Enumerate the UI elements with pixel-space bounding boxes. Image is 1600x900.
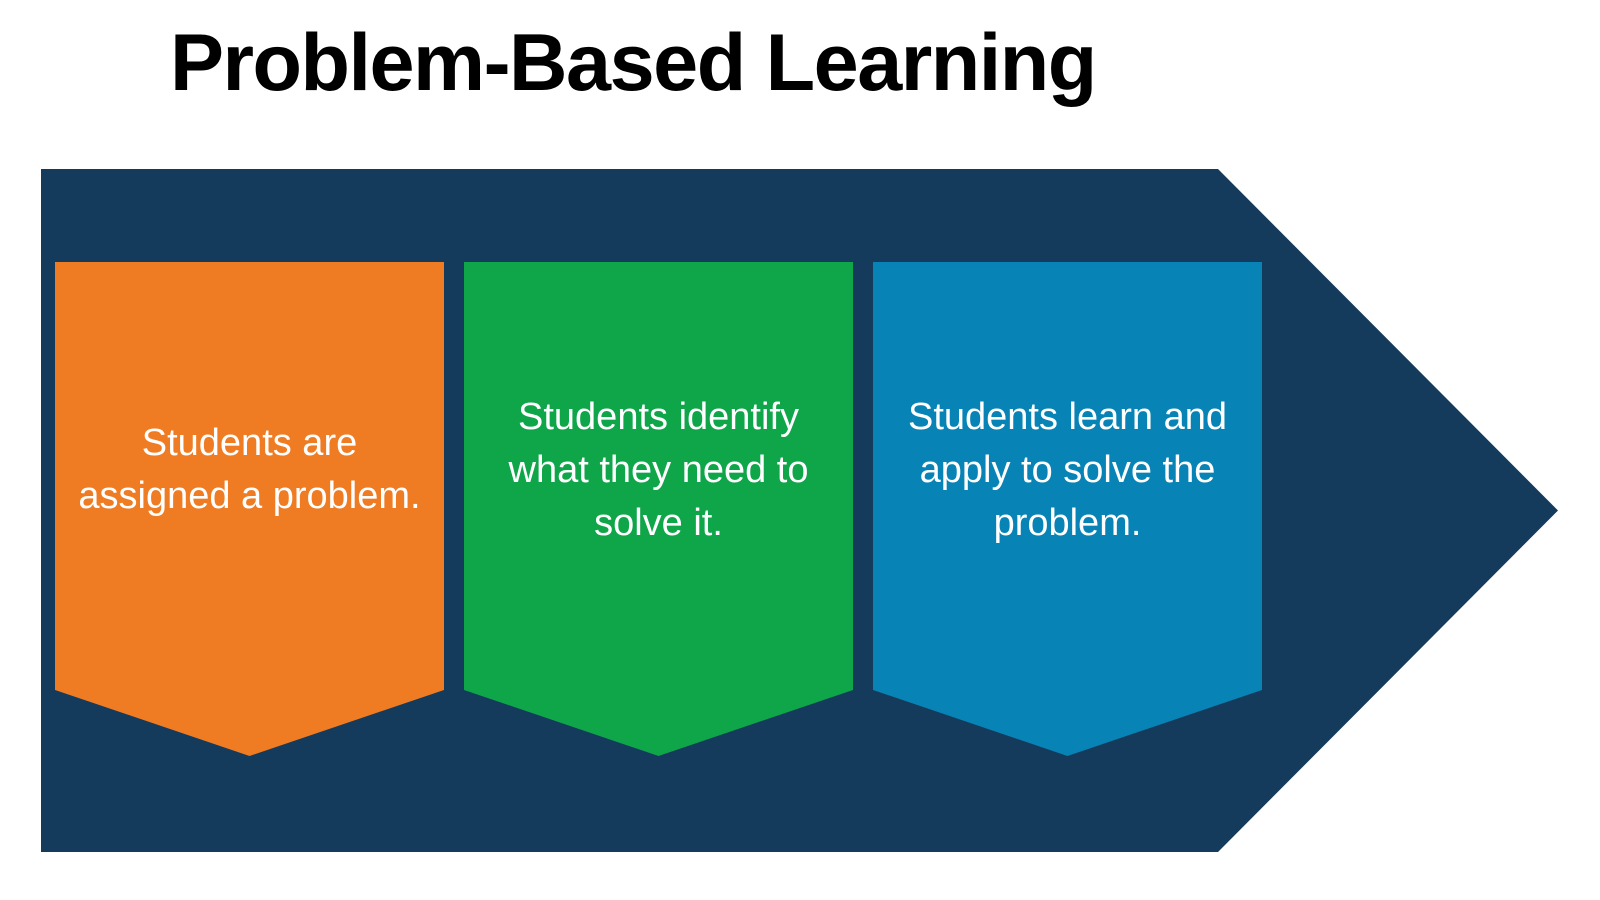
step-3-text: Students learn and apply to solve the pr… <box>907 395 1227 544</box>
step-banner-1: Students are assigned a problem. <box>55 262 444 756</box>
step-1-text: Students are assigned a problem. <box>78 422 421 517</box>
step-2-text: Students identify what they need to solv… <box>508 395 809 544</box>
step-banner-3: Students learn and apply to solve the pr… <box>873 262 1262 756</box>
step-banner-2: Students identify what they need to solv… <box>464 262 853 756</box>
diagram-title: Problem-Based Learning <box>170 18 1097 108</box>
